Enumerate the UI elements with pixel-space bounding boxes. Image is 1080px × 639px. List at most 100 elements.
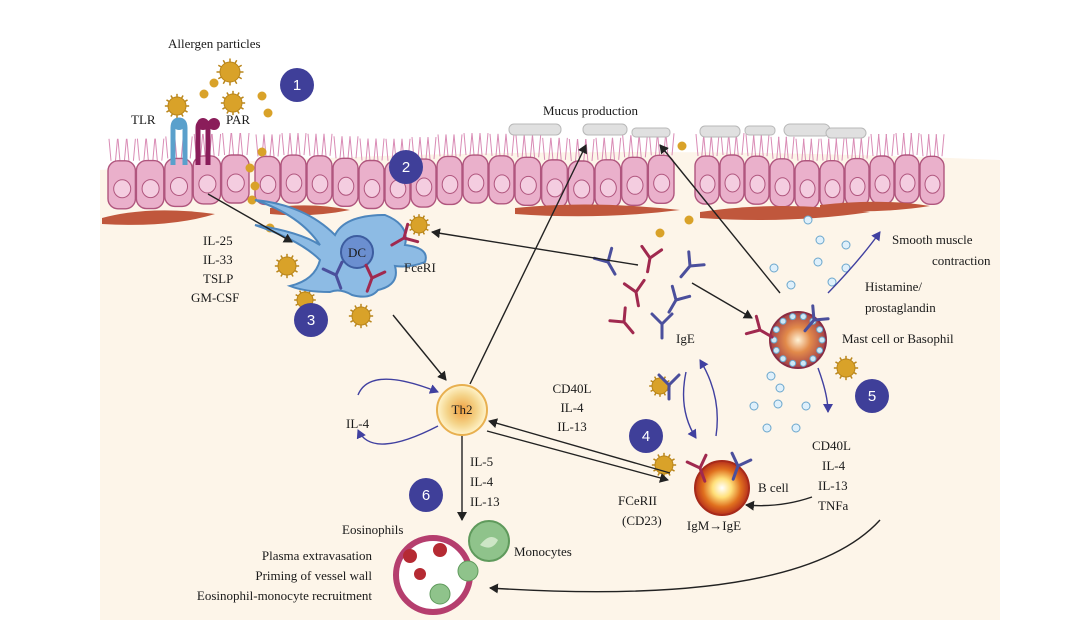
cilium [591,138,595,162]
cilium [603,137,607,160]
cilium [355,136,359,159]
cilium [710,134,714,157]
cilium [347,136,351,159]
label-cd40l-right: CD40L [812,438,851,453]
cilium [453,134,457,157]
cilium [870,133,874,157]
cilium [479,132,483,156]
antibody-arms [803,304,830,333]
cell-nucleus [519,175,537,195]
cilium [269,134,273,157]
cilium [548,137,552,160]
cell-nucleus [441,174,459,194]
cilium [385,138,389,161]
mediator-granule [766,371,776,381]
cilium [529,135,533,158]
step-2: 2 [402,159,410,176]
label-fceri: FceRI [404,260,436,275]
cilium [853,136,857,159]
allergen-particle [220,90,246,116]
cilium [287,132,291,156]
allergen-particle [216,58,244,86]
ige-antibody [657,373,681,401]
granule [818,336,826,344]
ige-antibody [667,284,692,314]
cilium [339,136,343,159]
label-smooth-2: contraction [932,253,991,268]
step-1: 1 [293,77,301,94]
cilium [920,134,924,157]
step-5: 5 [868,388,876,405]
cilium [891,133,895,157]
particle-core [167,96,187,116]
antibody-arms [650,312,674,340]
cilium [145,138,149,161]
cell-nucleus [311,174,329,194]
cilium [521,135,525,158]
cilium [703,134,707,157]
cilium [785,136,789,159]
cilium [136,138,140,161]
label-bcell: B cell [758,480,789,495]
cilium [321,133,325,156]
cilium [349,136,353,159]
mediator-granule [749,401,759,411]
allergen-dot [263,108,273,118]
cilium [810,138,814,161]
label-histamine-2: prostaglandin [865,300,936,315]
cilium [271,134,275,157]
ige-antibody [685,453,708,483]
cell-nucleus [415,177,433,197]
monocytes [468,520,510,562]
cell-nucleus [724,173,741,193]
mast-cell [769,311,827,369]
label-gmcsf: GM-CSF [191,290,239,305]
ige-antibody [608,306,635,335]
cilium [609,137,613,160]
label-il4-down: IL-4 [470,474,494,489]
antibody-arms [364,263,387,293]
cilium [638,135,642,158]
granule [772,346,780,354]
label-tlr: TLR [131,112,156,127]
cell-nucleus [699,174,716,194]
cilium [375,138,379,161]
cilium [564,137,568,160]
ige-antibody [679,250,706,279]
blood-vessel [393,535,479,615]
cilium [459,134,463,157]
ige-antibody [321,260,344,290]
cilium [143,138,147,161]
cilium [503,133,507,156]
cilium [333,136,337,159]
cell-nucleus [259,174,277,194]
cilium [211,133,215,157]
cilium [297,132,301,156]
label-il13-right: IL-13 [818,478,848,493]
label-priming: Priming of vessel wall [255,568,372,583]
cilium [237,132,241,156]
ige-antibody [730,451,753,481]
particle-core [351,306,371,326]
cilium [791,136,795,159]
granule [789,359,797,367]
cilium [471,132,475,156]
label-plasma: Plasma extravasation [262,548,373,563]
mucus-blobs [508,123,867,139]
cell-nucleus [198,174,217,194]
cilium [425,136,429,160]
released-mediators [749,215,851,433]
cilium [281,132,285,156]
ige-antibody [640,244,664,274]
cilium [161,138,165,161]
mediator-granule [803,215,813,225]
label-th2: Th2 [452,402,473,417]
granule [809,355,817,363]
cell-nucleus [285,173,303,193]
granule [799,313,807,321]
cilium [910,132,914,156]
mast-granules [770,313,826,367]
label-cd40l-mid: CD40L [553,381,592,396]
granule [799,359,807,367]
cell-nucleus [824,179,841,199]
